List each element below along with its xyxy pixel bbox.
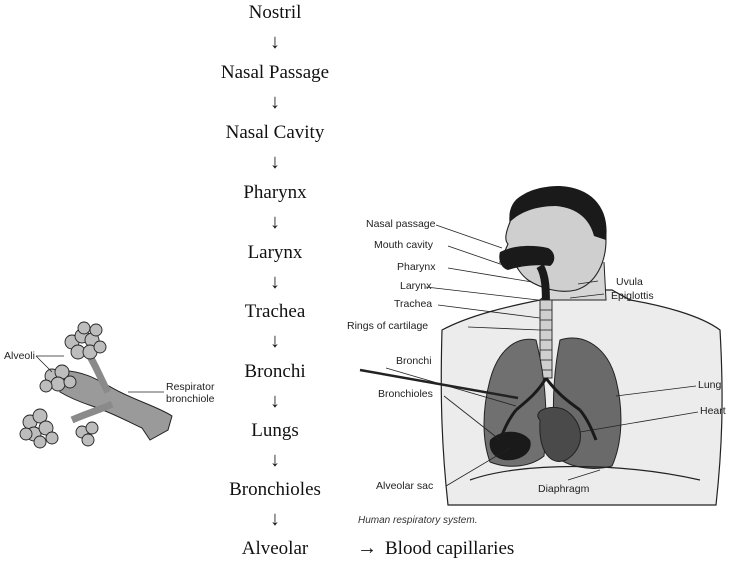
heart [537,407,581,462]
step-blood-capillaries: Blood capillaries [385,538,515,559]
alveolar-sac [489,431,531,461]
label-epiglottis: Epiglottis [611,290,654,302]
down-arrow: ↓ [270,31,280,53]
label-respirator: Respirator [166,381,215,393]
down-arrow: ↓ [270,91,280,113]
step-alveolar: Alveolar [241,538,309,559]
diaphragm [469,465,701,481]
label-mouth-cavity: Mouth cavity [374,239,434,251]
down-arrow: ↓ [270,211,280,233]
step-lungs: Lungs [251,420,299,441]
step-nasal-passage: Nasal Passage [220,62,330,83]
label-bronchioles: Bronchioles [378,388,433,400]
step-bronchioles: Bronchioles [229,479,321,500]
step-pharynx: Pharynx [243,182,307,203]
step-larynx: Larynx [247,242,303,263]
label-nasal-passage: Nasal passage [366,218,436,230]
alveoli-clusters [19,321,107,449]
down-arrow: ↓ [270,390,280,412]
down-arrow: ↓ [270,330,280,352]
label-pharynx: Pharynx [397,261,436,273]
step-bronchi: Bronchi [244,361,306,382]
figure-caption: Human respiratory system. [358,515,477,526]
hair [509,186,607,240]
label-alveolar-sac: Alveolar sac [376,480,433,492]
label-trachea: Trachea [394,298,432,310]
label-heart: Heart [700,405,726,417]
label-lung: Lung [698,379,722,391]
down-arrow: ↓ [270,508,280,530]
label-bronchiole: bronchiole [166,393,215,405]
label-diaphragm: Diaphragm [538,483,590,495]
label-rings-of-cartilage: Rings of cartilage [347,320,428,332]
step-trachea: Trachea [244,301,306,322]
down-arrow: ↓ [270,151,280,173]
down-arrow: ↓ [270,271,280,293]
label-larynx: Larynx [400,280,432,292]
right-arrow: → [357,537,377,559]
step-nostril: Nostril [248,2,302,23]
label-uvula: Uvula [616,276,643,288]
down-arrow: ↓ [270,449,280,471]
step-nasal-cavity: Nasal Cavity [225,122,325,143]
label-bronchi: Bronchi [396,355,432,367]
label-alveoli: Alveoli [4,350,35,362]
final-step: → Blood capillaries [357,537,514,560]
